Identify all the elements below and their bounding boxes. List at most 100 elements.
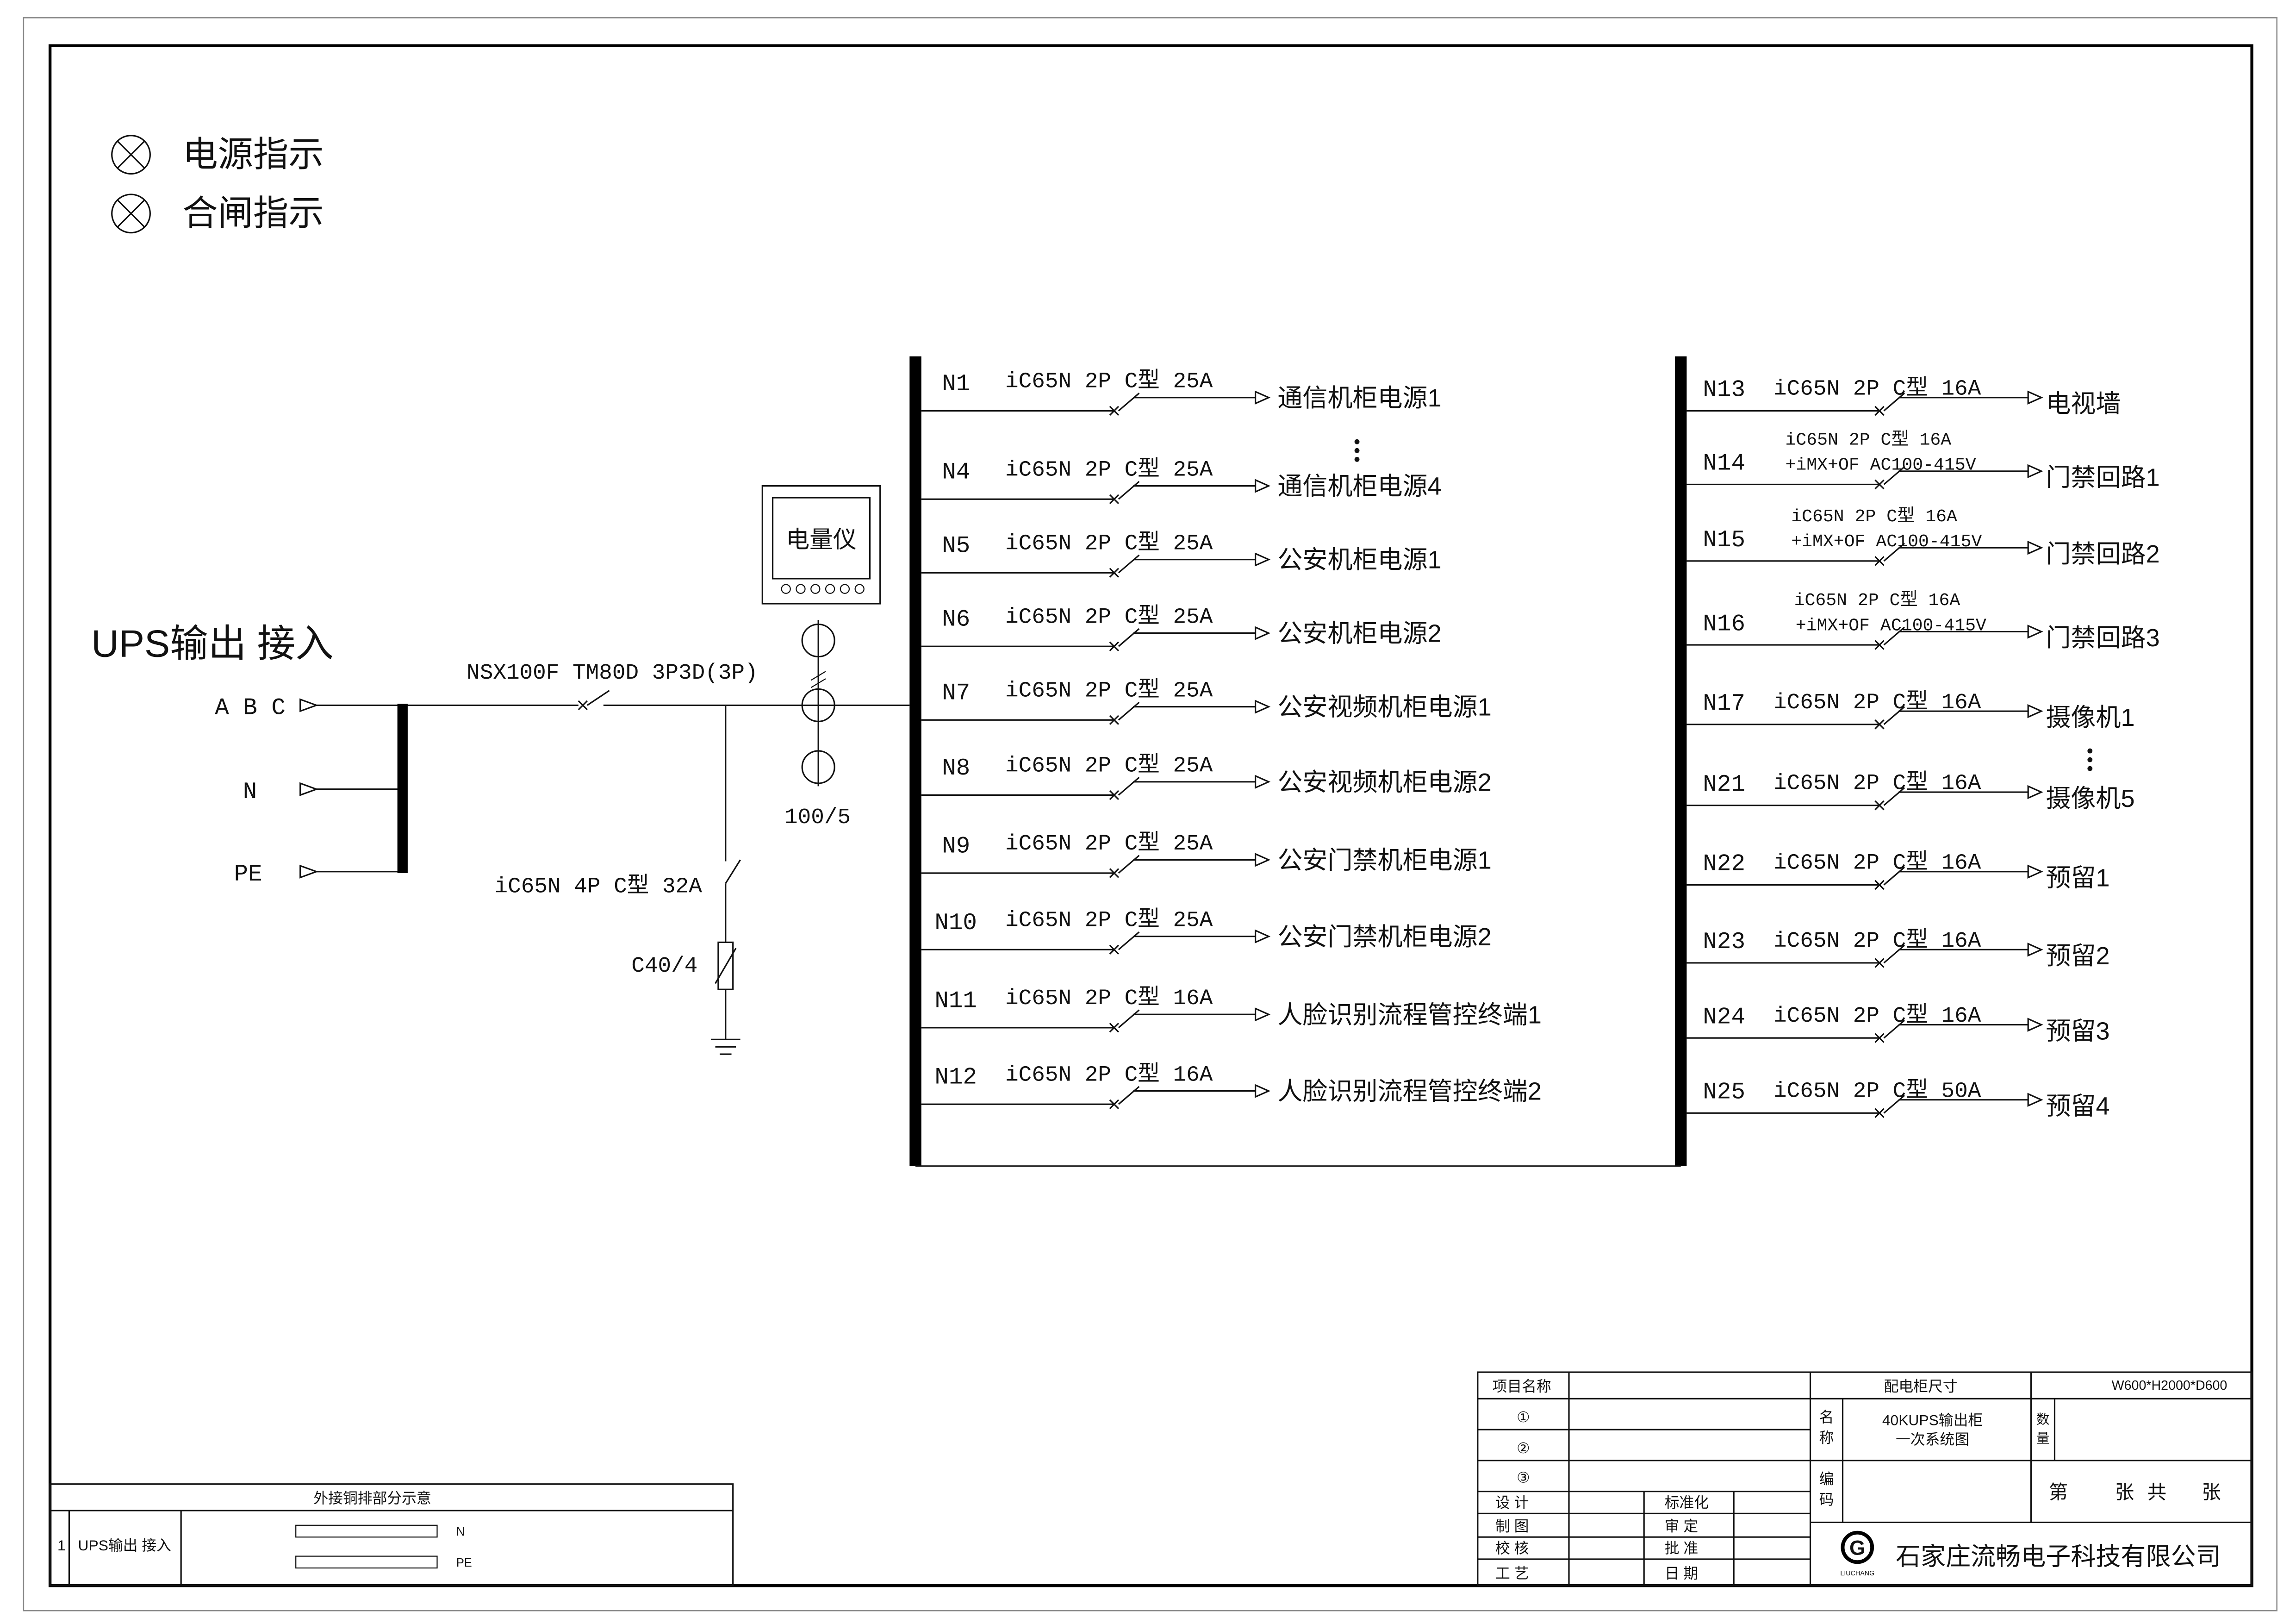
breaker-blade xyxy=(1118,855,1140,874)
incoming-arrow-abc xyxy=(299,698,319,712)
breaker-blade xyxy=(1118,1086,1140,1105)
feeder-id: N25 xyxy=(1703,1080,1745,1106)
breaker-trip-mark xyxy=(1109,1099,1120,1109)
busbar-table-title: 外接铜排部分示意 xyxy=(313,1490,431,1506)
spd-label: C40/4 xyxy=(631,954,697,979)
breaker-trip-mark xyxy=(1874,1108,1885,1118)
incoming-arrow-n xyxy=(299,782,319,796)
breaker-blade xyxy=(1118,1009,1140,1029)
outgoing-arrow-icon xyxy=(1255,626,1271,640)
breaker-trip-mark xyxy=(1874,556,1885,566)
feeder-id: N16 xyxy=(1703,611,1745,637)
company-logo-icon: G LIUCHANG xyxy=(1840,1530,1874,1577)
load-name: 预留1 xyxy=(2046,864,2109,892)
load-name: 门禁回路1 xyxy=(2046,464,2159,492)
feeder-breaker-spec: iC65N 2P C型 25A xyxy=(1005,753,1213,779)
sheet-no-prefix: 第 xyxy=(2049,1482,2068,1503)
sheet-outer-border xyxy=(23,17,2277,1612)
breaker-blade xyxy=(1118,777,1140,796)
breaker-trip-mark xyxy=(1874,719,1885,730)
outgoing-arrow-icon xyxy=(1255,479,1271,493)
role-process: 工 艺 xyxy=(1495,1565,1529,1581)
item-2: ② xyxy=(1517,1440,1530,1456)
feeder-id: N22 xyxy=(1703,851,1745,878)
feeder-id: N7 xyxy=(942,681,970,707)
outgoing-arrow-icon xyxy=(1255,853,1271,867)
load-name: 摄像机1 xyxy=(2046,704,2134,731)
breaker-blade xyxy=(1883,393,1905,412)
breaker-trip-mark xyxy=(1874,406,1885,416)
spd-breaker-blade xyxy=(725,859,741,884)
outgoing-arrow-icon xyxy=(1255,1007,1271,1022)
outgoing-arrow-icon xyxy=(2027,625,2043,639)
load-name: 公安门禁机柜电源1 xyxy=(1277,846,1491,874)
sheet-total-prefix: 共 xyxy=(2147,1482,2166,1503)
feeder-breaker-spec: iC65N 2P C型 25A xyxy=(1005,456,1213,482)
neutral-bar-label: N xyxy=(456,1525,465,1538)
incoming-supply: UPS输出 接入 A B C N PE NSX100F TM80D 3P3D(3… xyxy=(91,485,910,1055)
current-transformer-icon xyxy=(801,619,835,787)
energy-meter: 电量仪 xyxy=(761,485,881,605)
breaker-blade xyxy=(1883,944,1905,964)
outgoing-arrow-icon xyxy=(2027,1093,2043,1107)
code-label-2: 码 xyxy=(1819,1491,1834,1508)
feeder-id: N13 xyxy=(1703,377,1745,404)
breaker-trip-mark xyxy=(1109,868,1120,878)
role-date: 日 期 xyxy=(1665,1565,1698,1581)
spd-breaker-label: iC65N 4P C型 32A xyxy=(495,873,703,899)
outgoing-arrow-icon xyxy=(2027,540,2043,555)
feeder-id: N12 xyxy=(934,1065,977,1091)
feeder-id: N9 xyxy=(942,833,970,860)
busbar-row-label: UPS输出 接入 xyxy=(78,1537,171,1554)
breaker-blade xyxy=(1883,1094,1905,1114)
role-review: 审 定 xyxy=(1665,1518,1698,1534)
breaker-blade xyxy=(1883,466,1905,485)
outgoing-arrow-icon xyxy=(2027,943,2043,957)
earth-bar xyxy=(295,1555,438,1569)
load-name: 电视墙 xyxy=(2046,390,2121,418)
item-1: ① xyxy=(1517,1409,1530,1425)
feeder-id: N6 xyxy=(942,607,970,633)
breaker-trip-mark xyxy=(1109,944,1120,955)
breaker-trip-mark xyxy=(1874,640,1885,650)
outgoing-arrow-icon xyxy=(2027,785,2043,800)
load-name: 预留4 xyxy=(2046,1093,2109,1120)
drawing-name-1: 40KUPS输出柜 xyxy=(1882,1412,1983,1429)
feeder-id: N15 xyxy=(1703,527,1745,554)
breaker-blade xyxy=(1118,931,1140,950)
busbar-table: 外接铜排部分示意 1 UPS输出 接入 N PE xyxy=(49,1483,734,1587)
feeder-breaker-spec: iC65N 2P C型 25A xyxy=(1005,677,1213,703)
feeder-accessory-spec: +iMX+OF AC100-415V xyxy=(1796,616,1986,636)
feeder-breaker-spec: iC65N 2P C型 25A xyxy=(1005,369,1213,394)
role-approval: 批 准 xyxy=(1665,1540,1698,1556)
feeder-id: N5 xyxy=(942,533,970,560)
ct-ratio-label: 100/5 xyxy=(784,805,851,830)
outgoing-arrow-icon xyxy=(2027,1018,2043,1032)
feeder-breaker-spec: iC65N 2P C型 16A xyxy=(1005,1062,1213,1087)
feeder-id: N1 xyxy=(942,371,970,398)
feeder-breaker-spec: iC65N 2P C型 16A xyxy=(1794,590,1960,611)
title-block: 项目名称 ① ② ③ 设 计 制 图 校 核 工 艺 标准化 审 定 批 准 日… xyxy=(1477,1371,2253,1587)
breaker-blade xyxy=(1883,626,1905,646)
outgoing-arrow-icon xyxy=(2027,864,2043,879)
breaker-trip-mark xyxy=(1874,800,1885,811)
breaker-blade xyxy=(1118,481,1140,500)
feeder-breaker-spec: iC65N 2P C型 16A xyxy=(1791,506,1957,527)
role-drafting: 制 图 xyxy=(1495,1518,1529,1534)
load-name: 公安视频机柜电源1 xyxy=(1277,693,1491,721)
breaker-blade xyxy=(1118,393,1140,412)
feeder-breaker-spec: iC65N 2P C型 16A xyxy=(1005,985,1213,1011)
breaker-trip-mark xyxy=(1109,790,1120,800)
role-design: 设 计 xyxy=(1495,1494,1529,1511)
cabinet-size: W600*H2000*D600 xyxy=(2112,1378,2228,1393)
breaker-blade xyxy=(1883,867,1905,886)
breaker-blade xyxy=(1883,706,1905,725)
